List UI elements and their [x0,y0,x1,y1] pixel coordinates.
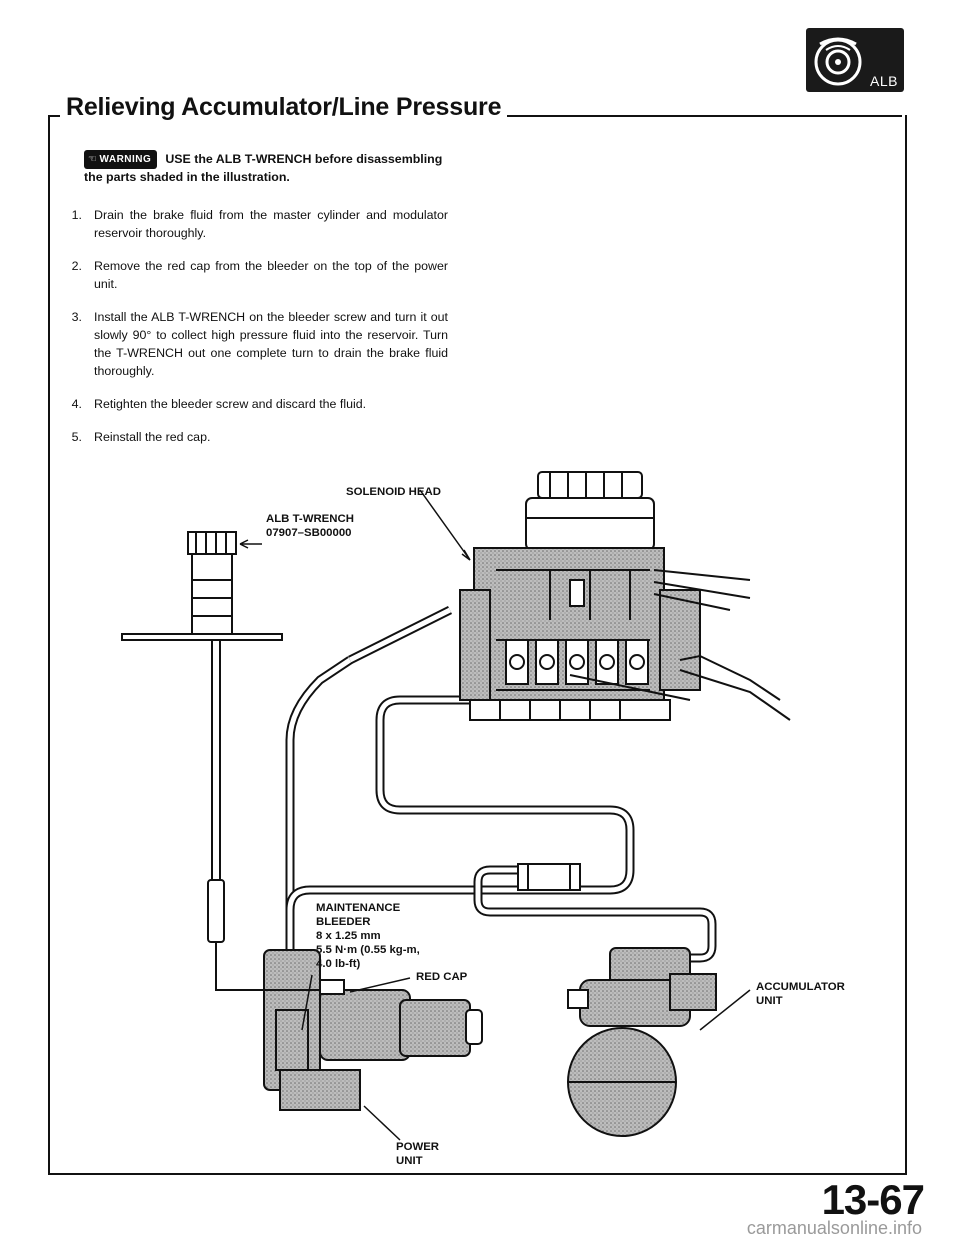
title-rule [466,115,902,117]
label-accumulator: ACCUMULATOR [756,981,845,993]
step-number: 2. [71,259,82,273]
power-unit [263,949,483,1111]
label-bleeder-torque-imperial: 4.0 lb-ft) [316,958,361,970]
label-accumulator-unit: UNIT [756,995,783,1007]
step-item: 2. Remove the red cap from the bleeder o… [54,257,448,293]
content-frame [48,115,907,1175]
brake-disc-icon [814,37,862,86]
step-item: 5. Reinstall the red cap. [54,428,448,446]
label-bleeder-title: MAINTENANCE [316,902,401,914]
step-number: 3. [71,310,82,324]
label-power: POWER [396,1141,440,1153]
warning-text: USE the ALB T-WRENCH before disassemblin… [84,152,443,184]
step-text: Remove the red cap from the bleeder on t… [94,259,448,291]
label-bleeder-subtitle: BLEEDER [316,916,371,928]
step-item: 1. Drain the brake fluid from the master… [54,206,448,242]
modulator-unit [459,471,791,721]
label-tool-number: 07907–SB00000 [266,527,352,539]
section-label: ALB [870,73,898,89]
illustration [121,471,791,1141]
section-alb-icon: ALB [806,28,904,92]
step-text: Reinstall the red cap. [94,430,211,444]
label-tool-name: ALB T-WRENCH [266,513,354,525]
step-number: 5. [71,430,82,444]
frame-corner [48,115,60,117]
t-wrench [121,531,290,991]
label-bleeder-torque: 5.5 N·m (0.55 kg-m, [316,944,420,956]
label-bleeder-size: 8 x 1.25 mm [316,930,381,942]
label-solenoid-head: SOLENOID HEAD [346,486,441,498]
watermark: carmanualsonline.info [746,1218,922,1238]
step-text: Retighten the bleeder screw and discard … [94,397,367,411]
step-text: Drain the brake fluid from the master cy… [94,208,448,240]
leader-lines [239,489,751,1141]
step-number: 4. [71,397,82,411]
warning-hand-icon: ☜ [88,154,98,165]
step-item: 3. Install the ALB T-WRENCH on the bleed… [54,308,448,380]
warning-badge-label: WARNING [99,154,152,165]
label-red-cap: RED CAP [416,971,468,983]
step-number: 1. [71,208,82,222]
procedure-steps: 1. Drain the brake fluid from the master… [54,206,448,461]
page-title: Relieving Accumulator/Line Pressure [66,93,508,122]
page-number: 13-67 [821,1176,925,1223]
step-text: Install the ALB T-WRENCH on the bleeder … [94,310,448,378]
accumulator-unit [567,947,717,1137]
alb-diagram: SOLENOID HEAD ALB T-WRENCH 07907–SB00000… [50,470,890,1175]
warning-badge: ☜WARNING [84,150,158,169]
step-item: 4. Retighten the bleeder screw and disca… [54,395,448,413]
label-power-unit: UNIT [396,1155,423,1167]
